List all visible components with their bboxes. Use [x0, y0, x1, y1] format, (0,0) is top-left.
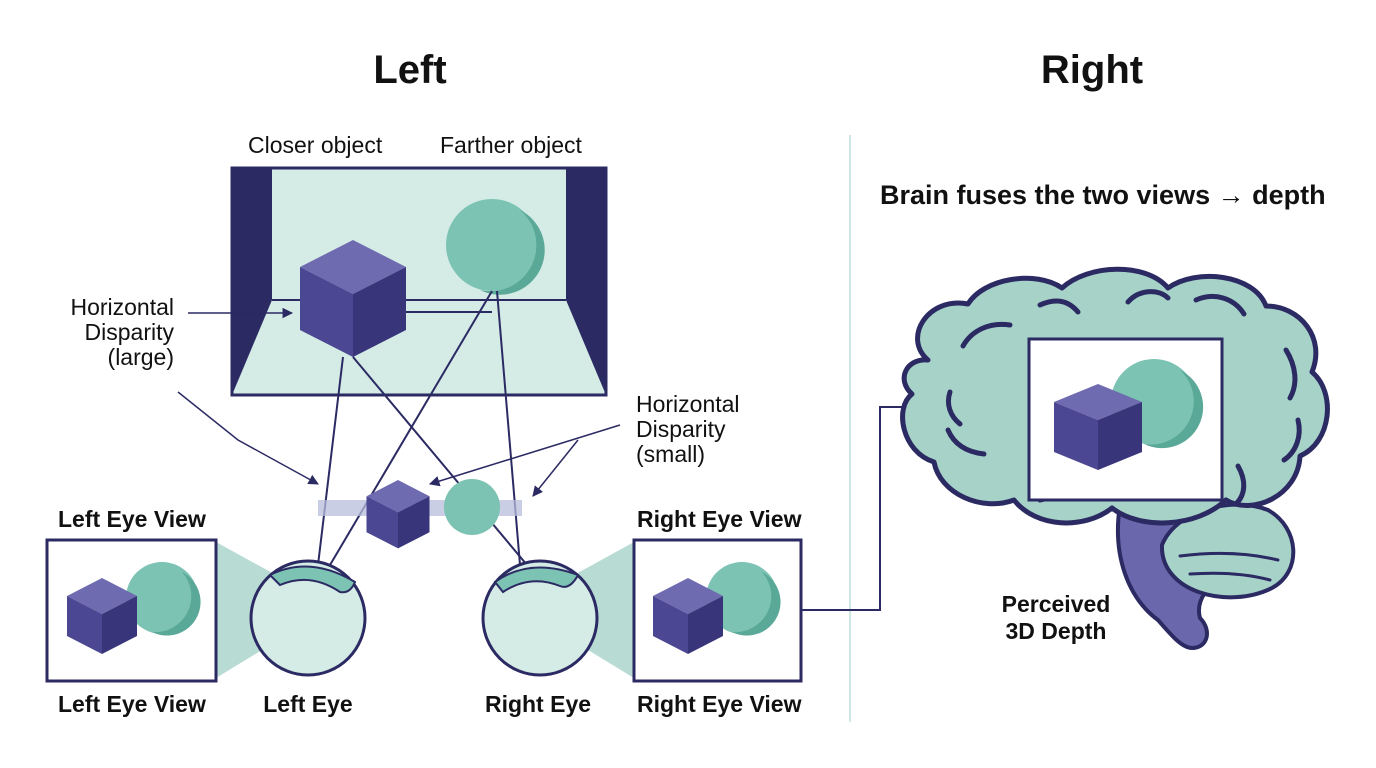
large-disparity-pointer [177, 391, 319, 485]
perceived-depth-box [1027, 337, 1224, 502]
small-disparity-pointer-b [532, 439, 579, 497]
large-disparity-line-1: Horizontal [70, 294, 174, 320]
right-eye [481, 559, 599, 677]
small-disparity-line-2: Disparity [636, 416, 726, 442]
small-disparity-pointer-a [428, 424, 621, 487]
closer-object-cube [300, 240, 406, 357]
farther-object-label: Farther object [440, 132, 582, 158]
brain-caption: Brain fuses the two views → depth [880, 180, 1326, 210]
large-disparity-line-3: (large) [107, 344, 174, 370]
scene-box [230, 166, 608, 397]
right-eye-view-box [632, 538, 803, 683]
closer-object-label: Closer object [248, 132, 383, 158]
left-eye-view-box [45, 538, 218, 683]
perceived-depth-line-2: 3D Depth [1005, 618, 1107, 644]
large-disparity-line-2: Disparity [84, 319, 174, 345]
farther-object-sphere [446, 199, 545, 295]
perceived-depth-line-1: Perceived [1001, 591, 1111, 617]
right-eye-view-title-bottom: Right Eye View [637, 691, 802, 717]
small-disparity-line-1: Horizontal [636, 391, 740, 417]
scene-right-wall [566, 168, 606, 395]
disparity-band [318, 479, 522, 549]
left-panel-heading: Left [373, 48, 447, 92]
right-eye-label: Right Eye [484, 691, 592, 717]
left-eye-view-title-top: Left Eye View [58, 506, 206, 532]
left-eye-label: Left Eye [263, 691, 353, 717]
left-eye [249, 559, 367, 677]
left-eye-view-title-bottom: Left Eye View [58, 691, 206, 717]
sight-lines [317, 290, 528, 566]
right-eye-view-title-top: Right Eye View [637, 506, 802, 532]
scene-left-wall [232, 168, 272, 395]
right-panel-heading: Right [1040, 48, 1144, 92]
small-disparity-line-3: (small) [636, 441, 705, 467]
